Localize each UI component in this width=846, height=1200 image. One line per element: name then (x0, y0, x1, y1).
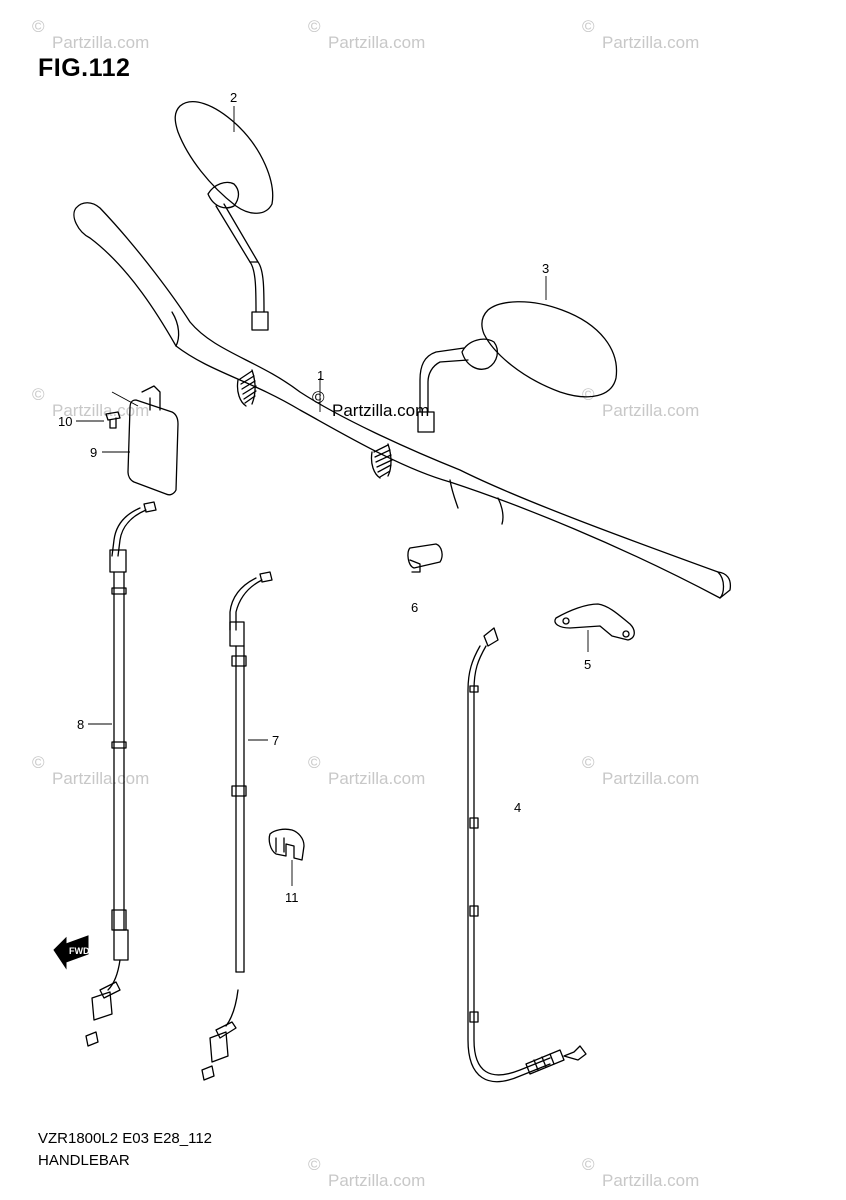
callout-5: 5 (584, 657, 591, 672)
callout-9: 9 (90, 445, 97, 460)
fwd-arrow-icon: FWD (53, 935, 90, 970)
watermark-text: Partzilla.com (602, 1171, 699, 1190)
plate-part-9 (102, 385, 179, 496)
watermark-center: © Partzilla.com (312, 388, 429, 420)
watermark-text: Partzilla.com (332, 401, 429, 420)
watermark-symbol: © (308, 1155, 321, 1174)
callout-2: 2 (230, 90, 237, 105)
watermark-symbol: © (308, 17, 321, 36)
watermark: © Partzilla.com (308, 17, 425, 52)
fwd-label: FWD (69, 946, 90, 956)
watermark: © Partzilla.com (582, 17, 699, 52)
watermark-text: Partzilla.com (602, 769, 699, 788)
watermark-text: Partzilla.com (328, 769, 425, 788)
callout-10: 10 (58, 414, 72, 429)
watermark-symbol: © (308, 753, 321, 772)
callout-7: 7 (272, 733, 279, 748)
screw-part-10 (76, 411, 121, 429)
watermark-symbol: © (32, 385, 45, 404)
watermark-symbol: © (582, 753, 595, 772)
watermark: © Partzilla.com (32, 385, 149, 420)
watermarks: © Partzilla.com © Partzilla.com © Partzilla… (32, 17, 699, 1190)
figure-title: FIG.112 (38, 54, 131, 82)
watermark-symbol: © (582, 1155, 595, 1174)
bracket-part-5 (554, 603, 635, 652)
watermark-text: Partzilla.com (52, 401, 149, 420)
watermark-symbol: © (32, 753, 45, 772)
cable-part-8 (85, 501, 157, 1047)
watermark: © Partzilla.com (32, 753, 149, 788)
watermark-symbol: © (32, 17, 45, 36)
mirror-right-part-3 (417, 276, 618, 433)
watermark: © Partzilla.com (582, 1155, 699, 1190)
watermark-text: Partzilla.com (328, 33, 425, 52)
cable-part-4 (467, 627, 587, 1083)
watermark: © Partzilla.com (582, 753, 699, 788)
watermark-symbol: © (312, 388, 325, 407)
watermark: © Partzilla.com (308, 1155, 425, 1190)
watermark: © Partzilla.com (308, 753, 425, 788)
callout-4: 4 (514, 800, 521, 815)
callout-8: 8 (77, 717, 84, 732)
callout-1: 1 (317, 368, 324, 383)
callout-3: 3 (542, 261, 549, 276)
handlebar-part-1 (73, 202, 732, 599)
callout-6: 6 (411, 600, 418, 615)
watermark: © Partzilla.com (582, 385, 699, 420)
footer-section-name: HANDLEBAR (38, 1152, 130, 1169)
clamp-part-6 (407, 543, 443, 573)
watermark-text: Partzilla.com (52, 769, 149, 788)
clip-part-11 (268, 828, 305, 886)
callout-11: 11 (285, 890, 299, 905)
watermark-symbol: © (582, 17, 595, 36)
watermark-text: Partzilla.com (602, 33, 699, 52)
watermark-symbol: © (582, 385, 595, 404)
watermark-text: Partzilla.com (602, 401, 699, 420)
footer-model-code: VZR1800L2 E03 E28_112 (38, 1130, 213, 1147)
watermark: © Partzilla.com (32, 17, 149, 52)
mirror-left-part-2 (174, 101, 274, 331)
callout-labels: 1 2 3 4 5 6 7 8 9 10 11 (58, 90, 591, 905)
cable-part-7 (201, 571, 273, 1081)
watermark-text: Partzilla.com (52, 33, 149, 52)
watermark-text: Partzilla.com (328, 1171, 425, 1190)
